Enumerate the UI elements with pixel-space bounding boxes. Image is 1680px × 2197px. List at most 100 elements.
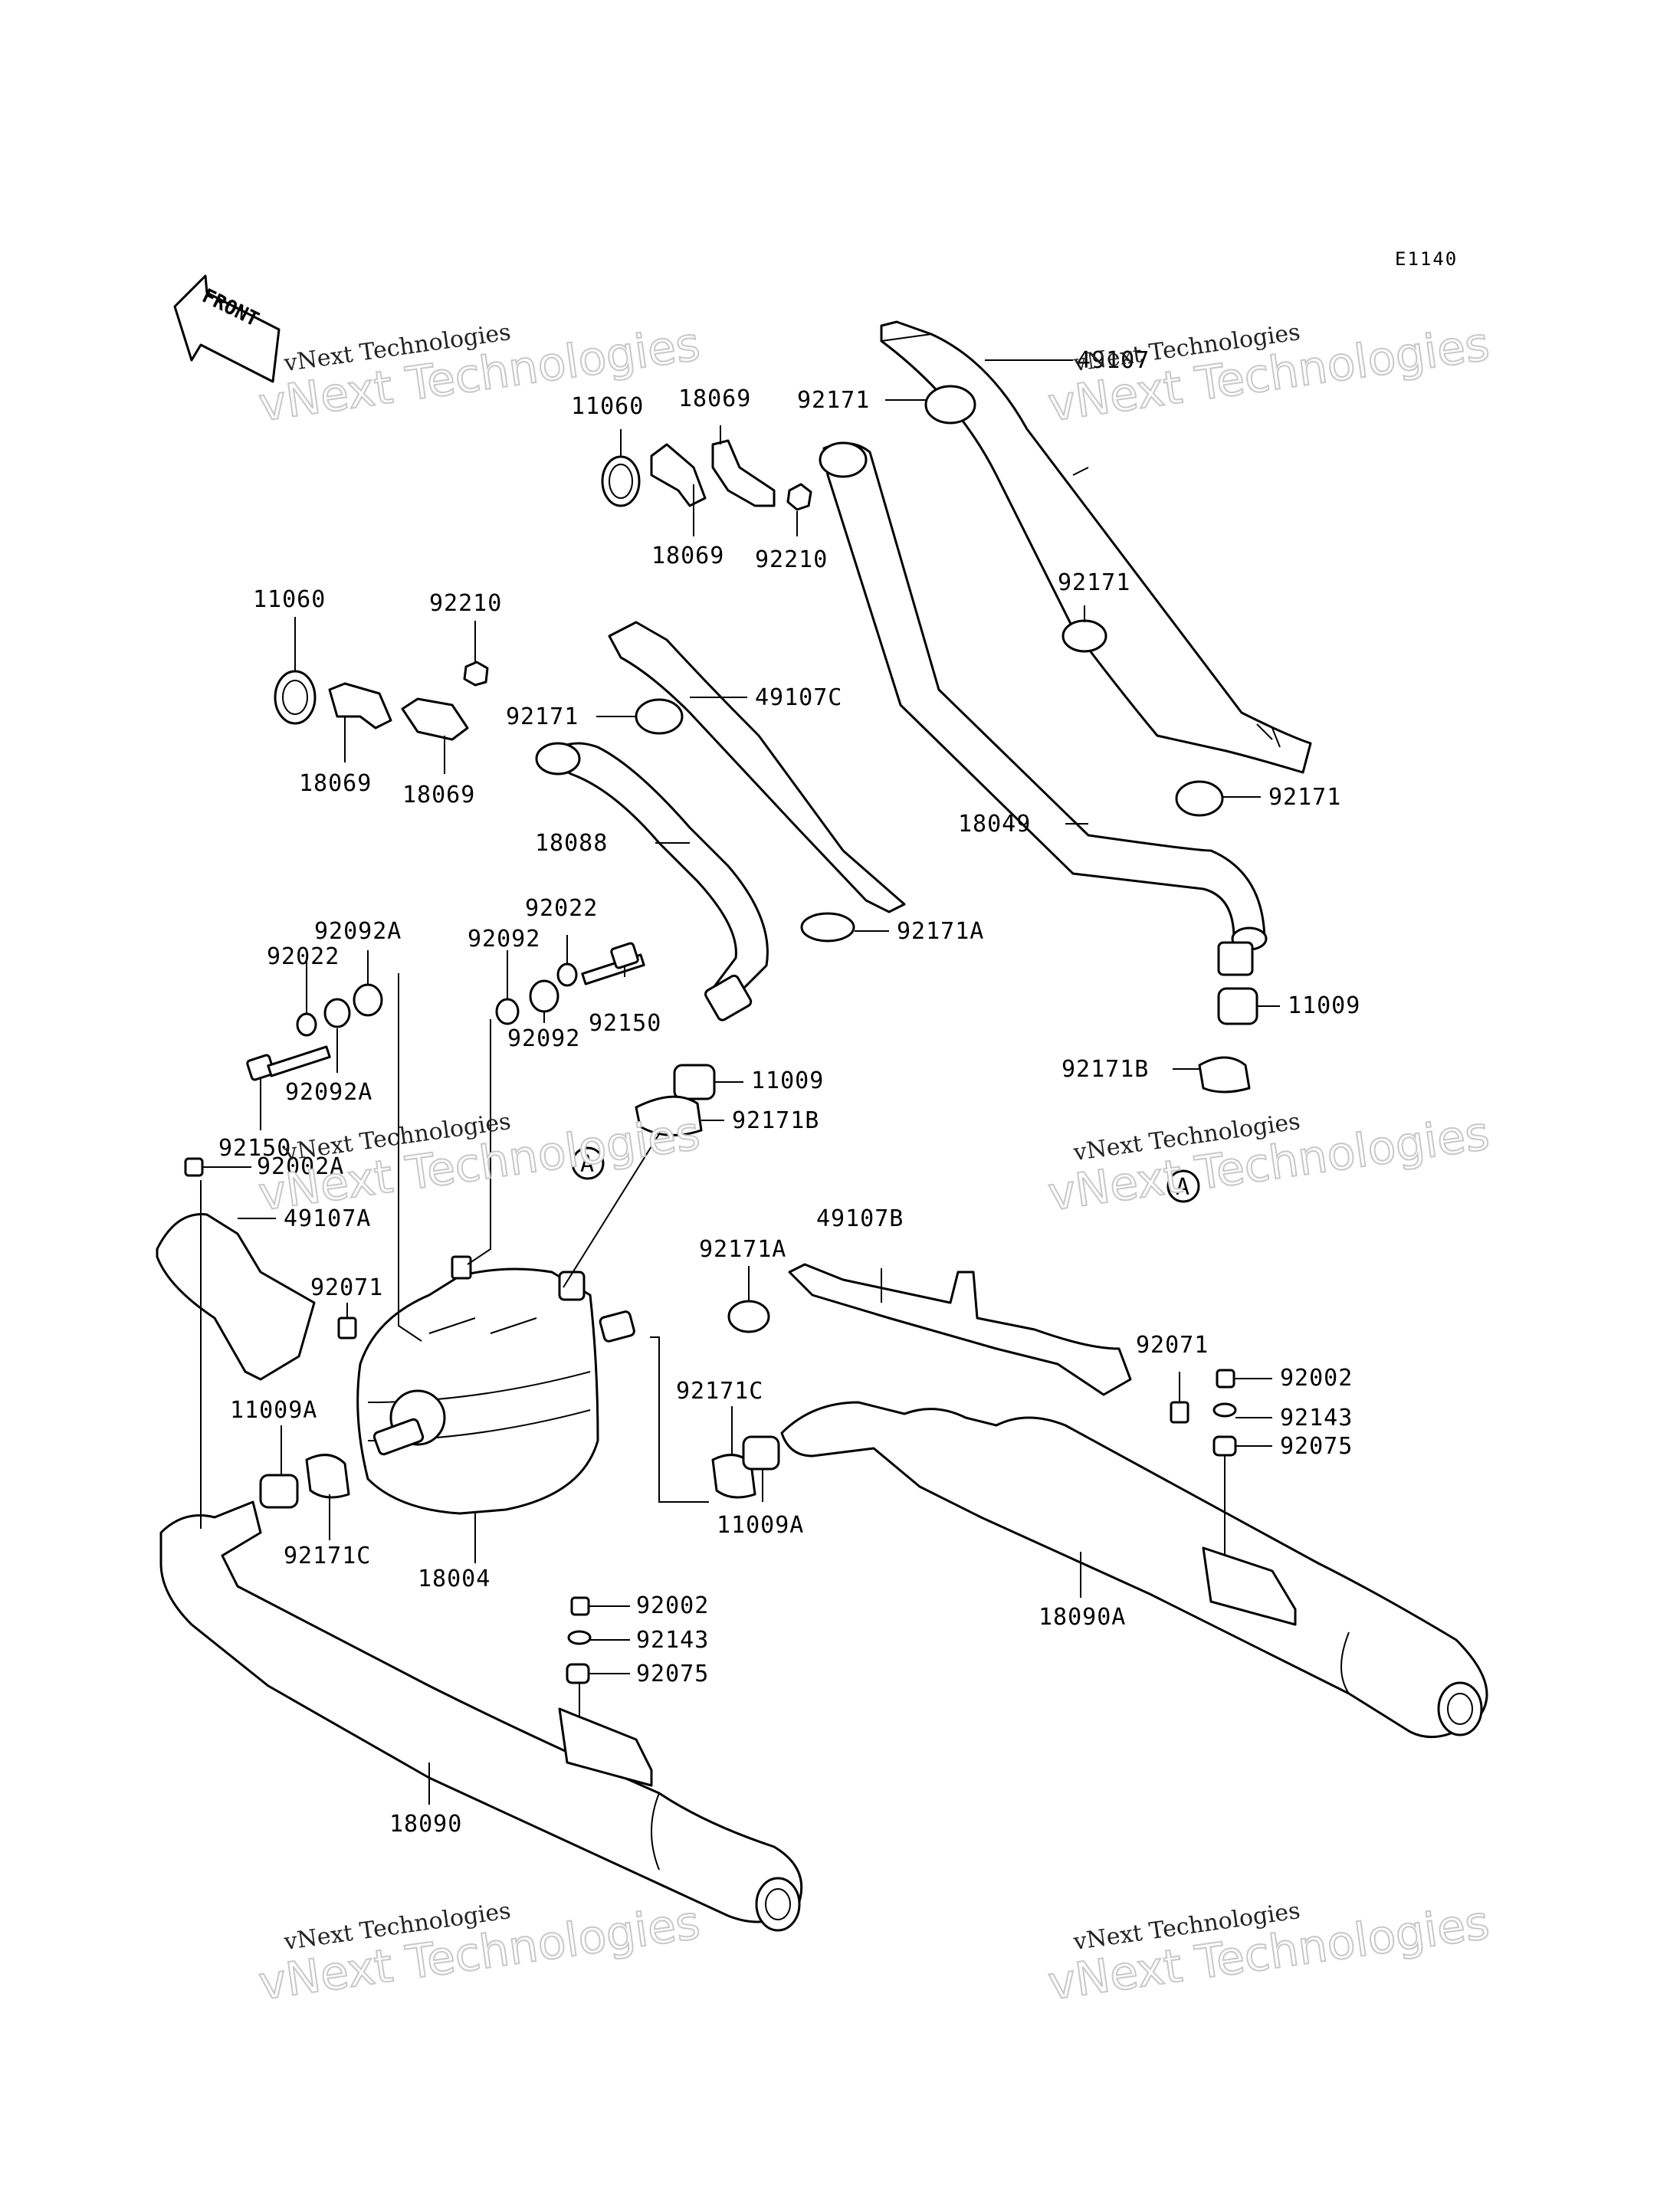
- part-labels: 11060 18069 18069 92210 92171 49107 9217…: [218, 347, 1360, 1838]
- clamp-92171-d: [635, 698, 684, 735]
- washer-92143-right: [1212, 1402, 1237, 1418]
- label-18049: 18049: [958, 811, 1031, 838]
- callout-a-right: [1166, 1169, 1200, 1203]
- bolt-stack-left: [246, 983, 383, 1081]
- label-92171C-left: 92171C: [284, 1543, 371, 1569]
- label-18069-left-a: 18069: [299, 770, 372, 797]
- label-92002-left: 92002: [636, 1592, 709, 1619]
- clamp-92171B-right: [1198, 1056, 1251, 1094]
- grommet-92075-left: [566, 1663, 590, 1684]
- watermark-2: vNext Technologies vNext Technologies: [1044, 316, 1493, 433]
- label-92002A: 92002A: [257, 1153, 344, 1180]
- heat-shield-49107B: [788, 1263, 1132, 1396]
- label-92150-right: 92150: [589, 1010, 661, 1037]
- label-92150-left: 92150: [218, 1135, 291, 1162]
- label-18069-upper-a: 18069: [678, 385, 751, 412]
- muffler-18004: [356, 1267, 599, 1515]
- label-49107A: 49107A: [284, 1205, 371, 1232]
- callout-a-left: [571, 1146, 605, 1180]
- label-11060-upper: 11060: [571, 393, 644, 420]
- label-92022-right: 92022: [525, 895, 598, 922]
- label-92171-upper-b: 92171: [1058, 569, 1130, 596]
- clamp-92171B-left: [635, 1095, 703, 1136]
- callout-a-right-letter: A: [1176, 1174, 1190, 1201]
- washer-92143-left: [567, 1630, 592, 1645]
- nut-92210-left: [463, 661, 489, 687]
- gasket-11009A-right: [742, 1435, 780, 1471]
- clamp-92171-a: [924, 385, 976, 425]
- bracket-18090A: [1202, 1546, 1297, 1626]
- callout-a-left-letter: A: [580, 1151, 595, 1178]
- label-11060-left: 11060: [253, 586, 326, 613]
- label-11009A-right: 11009A: [717, 1512, 804, 1539]
- bolt-92002-left: [570, 1596, 590, 1616]
- label-92171-left: 92171: [506, 703, 579, 730]
- label-92171B-left: 92171B: [732, 1107, 819, 1134]
- grommet-92075-right: [1212, 1435, 1237, 1457]
- label-18069-upper-b: 18069: [651, 543, 724, 569]
- label-92171-upper-c: 92171: [1268, 784, 1341, 811]
- clamp-92171C-left: [305, 1454, 350, 1499]
- label-92171B-right: 92171B: [1061, 1056, 1149, 1083]
- watermark-4: vNext Technologies vNext Technologies: [1044, 1106, 1493, 1222]
- gasket-11009-left: [673, 1064, 716, 1100]
- bolt-92002-right: [1216, 1369, 1235, 1389]
- label-18090A: 18090A: [1039, 1604, 1126, 1631]
- clamp-92171-c: [1175, 780, 1224, 817]
- label-49107C: 49107C: [755, 684, 842, 711]
- label-49107B: 49107B: [816, 1205, 904, 1232]
- flange-18069-upper-b: [711, 439, 776, 507]
- label-18004: 18004: [418, 1566, 491, 1592]
- label-92071-left: 92071: [310, 1274, 383, 1301]
- watermark-6: vNext Technologies vNext Technologies: [1044, 1895, 1493, 2012]
- bracket-18090: [558, 1707, 653, 1787]
- label-92171-upper-a: 92171: [797, 387, 870, 414]
- label-92171A-lower: 92171A: [699, 1236, 786, 1263]
- exhaust-pipe-18049: [822, 442, 1266, 944]
- leader-lines: [200, 359, 1280, 1805]
- exhaust-pipe-18088: [543, 742, 769, 998]
- label-18069-left-b: 18069: [402, 782, 475, 808]
- flange-18069-upper-a: [650, 443, 707, 507]
- label-92171A-upper: 92171A: [897, 918, 984, 945]
- clamp-92171A-lower: [727, 1300, 770, 1333]
- label-11009-left: 11009: [751, 1067, 824, 1094]
- flange-18069-left-a: [328, 682, 392, 730]
- gasket-11009A-left: [259, 1474, 299, 1509]
- label-92143-left: 92143: [636, 1627, 709, 1654]
- gasket-11060-left: [274, 670, 317, 725]
- label-92171C-right: 92171C: [676, 1378, 763, 1405]
- label-11009-right: 11009: [1288, 992, 1360, 1019]
- gasket-11009-right: [1217, 987, 1258, 1025]
- label-92092-top: 92092: [468, 926, 540, 953]
- heat-shield-49107C: [608, 621, 906, 913]
- label-92092-bottom: 92092: [507, 1025, 580, 1052]
- diagram-code: E1140: [1395, 248, 1458, 270]
- bolt-92002A: [184, 1157, 204, 1177]
- clamp-92171-b: [1061, 619, 1107, 653]
- nut-92210-upper: [786, 483, 812, 511]
- clip-92071-right: [1170, 1401, 1189, 1424]
- label-18090: 18090: [389, 1811, 462, 1838]
- label-92092A-top: 92092A: [314, 918, 402, 945]
- label-49107: 49107: [1077, 347, 1150, 374]
- label-92075-left: 92075: [636, 1661, 709, 1687]
- label-92210-upper: 92210: [755, 546, 828, 573]
- clamp-92171A-upper: [800, 912, 855, 943]
- front-arrow-icon: FRONT: [173, 274, 281, 383]
- label-92210-left: 92210: [429, 590, 502, 617]
- muffler-18090A: [780, 1401, 1488, 1739]
- label-92002-right: 92002: [1280, 1365, 1353, 1392]
- flange-18069-left-b: [401, 697, 469, 741]
- label-92075-right: 92075: [1280, 1433, 1353, 1460]
- label-92071-right: 92071: [1136, 1332, 1209, 1359]
- label-11009A-left: 11009A: [230, 1397, 317, 1424]
- watermark-5: vNext Technologies vNext Technologies: [254, 1895, 704, 2012]
- clip-92071-left: [337, 1317, 357, 1340]
- heat-shield-49107A: [156, 1213, 316, 1381]
- label-92092A-bottom: 92092A: [285, 1079, 372, 1106]
- heat-shield-49107: [880, 320, 1312, 774]
- label-92143-right: 92143: [1280, 1405, 1353, 1431]
- muffler-18090: [159, 1500, 803, 1923]
